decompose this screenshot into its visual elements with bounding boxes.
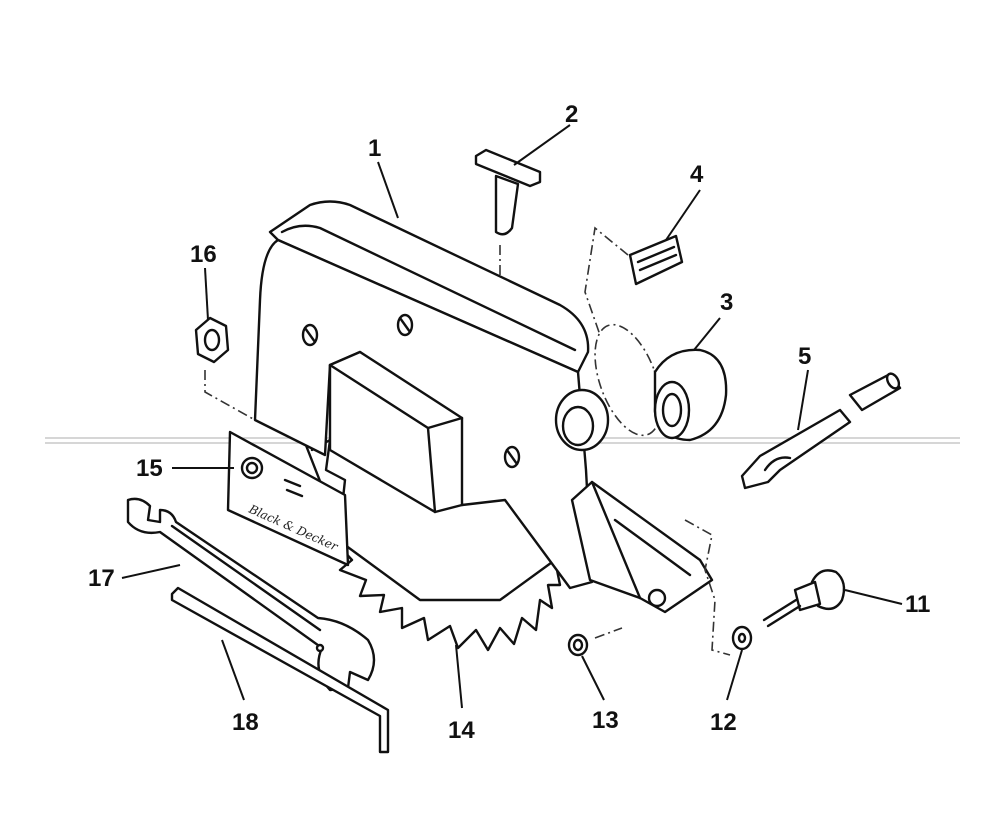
- hex-key-part: [170, 586, 390, 754]
- part-label-4: 4: [690, 161, 704, 188]
- blade-guard-housing-part: [253, 200, 714, 614]
- part-label-16: 16: [190, 241, 217, 268]
- hex-nut-icon: [194, 316, 230, 364]
- brand-plate-icon: [226, 430, 350, 567]
- part-label-18: 18: [232, 709, 259, 736]
- part-label-15: 15: [136, 455, 163, 482]
- part-label-3: 3: [720, 289, 733, 316]
- brand-logo-icon: [240, 456, 264, 480]
- t-handle-knob-icon: [474, 148, 542, 188]
- open-end-wrench-icon: [126, 497, 376, 692]
- bushing-part: [594, 323, 728, 442]
- washer-icon: [731, 625, 753, 651]
- name-plate-icon: [628, 234, 684, 286]
- hex-nut-part: [194, 316, 256, 421]
- leader-lines: [121, 124, 903, 709]
- brand-plate-part: Black & Decker: [226, 430, 350, 567]
- pivot-lever-pin-part: [740, 372, 902, 490]
- part-label-17: 17: [88, 565, 115, 592]
- part-label-5: 5: [798, 343, 811, 370]
- open-end-wrench-part: [126, 497, 376, 692]
- nut-part: [567, 627, 623, 657]
- part-label-11: 11: [905, 591, 930, 618]
- name-plate-part: [584, 226, 684, 336]
- nut-icon: [567, 633, 589, 657]
- part-label-12: 12: [710, 709, 737, 736]
- part-label-2: 2: [565, 101, 578, 128]
- washer-part: [684, 519, 753, 656]
- part-label-14: 14: [448, 717, 475, 744]
- blade-guard-housing-icon: [253, 238, 594, 590]
- part-label-13: 13: [592, 707, 619, 734]
- adjustment-screw-part: [762, 569, 846, 628]
- hex-key-icon: [170, 586, 390, 754]
- part-label-1: 1: [368, 135, 381, 162]
- part-labels: 1 2 3 4 5 11 12 13 14 15 16 17 18: [88, 101, 930, 744]
- t-handle-knob-part: [474, 148, 542, 275]
- pivot-lever-pin-icon: [740, 408, 852, 490]
